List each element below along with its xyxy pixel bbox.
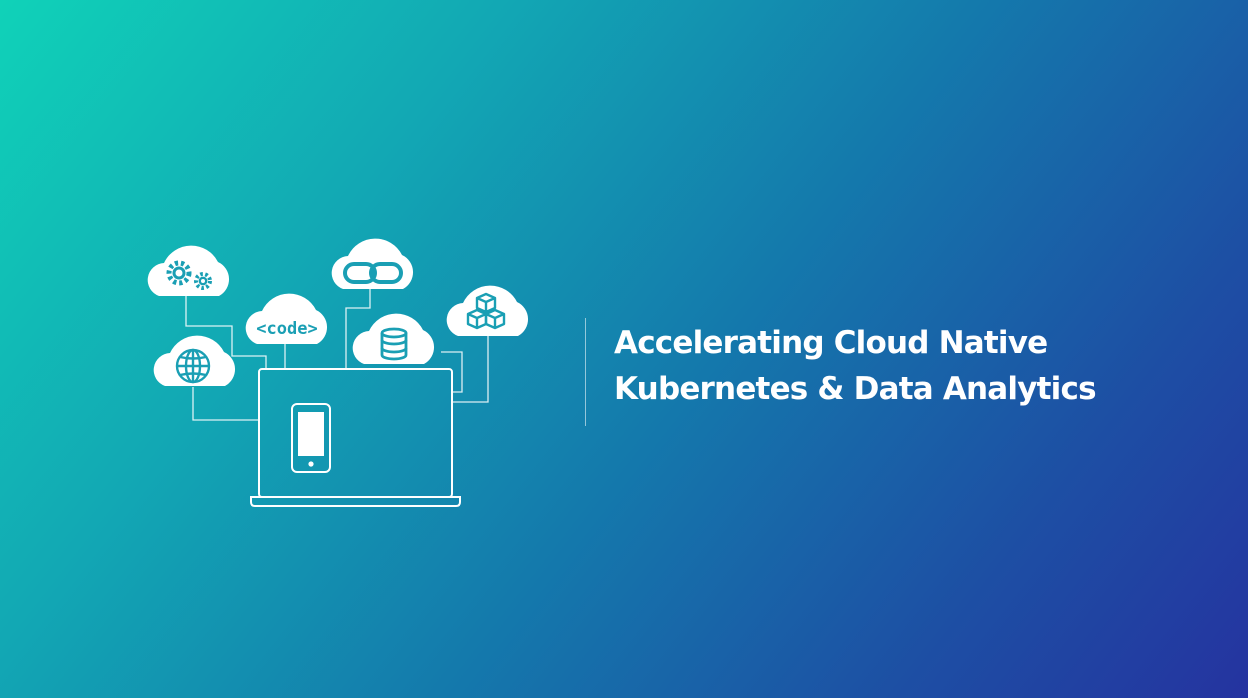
cloud-globe [153, 335, 236, 386]
headline-line-1: Accelerating Cloud Native [614, 325, 1048, 361]
headline: Accelerating Cloud Native Kubernetes & D… [614, 320, 1097, 412]
code-icon: <code> [256, 319, 317, 339]
link-icon [343, 262, 403, 284]
cloud-link [331, 238, 414, 289]
laptop-icon [250, 368, 461, 507]
cloud-gears [147, 245, 230, 296]
cloud-cubes [446, 285, 529, 336]
cubes-icon [466, 292, 506, 330]
cloud-database [352, 313, 435, 364]
globe-icon [175, 348, 211, 384]
vertical-divider [585, 318, 586, 426]
cloud-code: <code> [245, 293, 328, 344]
smartphone-icon [291, 403, 331, 473]
connector-lines [185, 288, 489, 421]
database-icon [380, 327, 408, 361]
headline-line-2: Kubernetes & Data Analytics [614, 371, 1097, 407]
gears-icon [166, 260, 212, 290]
